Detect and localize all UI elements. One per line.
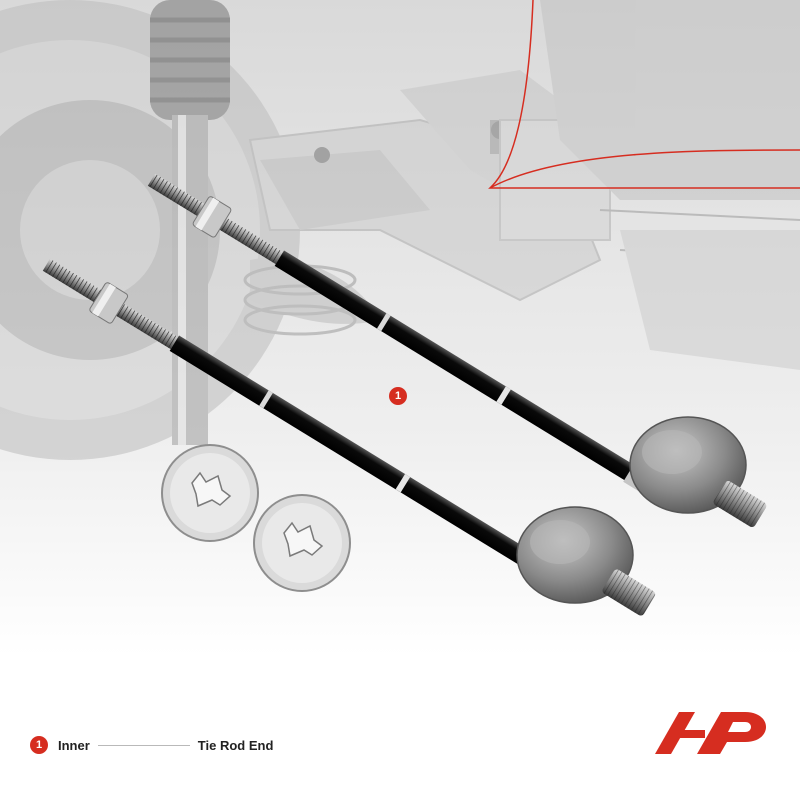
brand-logo	[655, 712, 766, 754]
legend-badge: 1	[30, 736, 48, 754]
legend-number: 1	[35, 739, 43, 751]
lock-washer-icon	[161, 444, 259, 542]
lock-washer-icon	[253, 494, 351, 592]
accent-curve	[488, 0, 800, 189]
shock-absorber-icon	[150, 0, 230, 445]
legend: 1 Inner Tie Rod End	[30, 735, 273, 755]
jam-nut	[192, 196, 232, 238]
callout-badge: 1	[389, 387, 407, 405]
tie-rod-lower	[42, 258, 656, 616]
jam-nut	[89, 282, 129, 324]
legend-item-label: Inner	[58, 737, 90, 753]
callout-number: 1	[394, 390, 402, 402]
tie-rod-upper	[147, 173, 767, 527]
legend-part-label: Tie Rod End	[197, 737, 274, 753]
ball-joint-housing	[516, 506, 656, 616]
ball-joint-housing	[629, 416, 767, 527]
background-vehicle-scene	[0, 0, 800, 460]
legend-divider	[97, 744, 190, 746]
accent-curve-inner	[489, 149, 800, 189]
